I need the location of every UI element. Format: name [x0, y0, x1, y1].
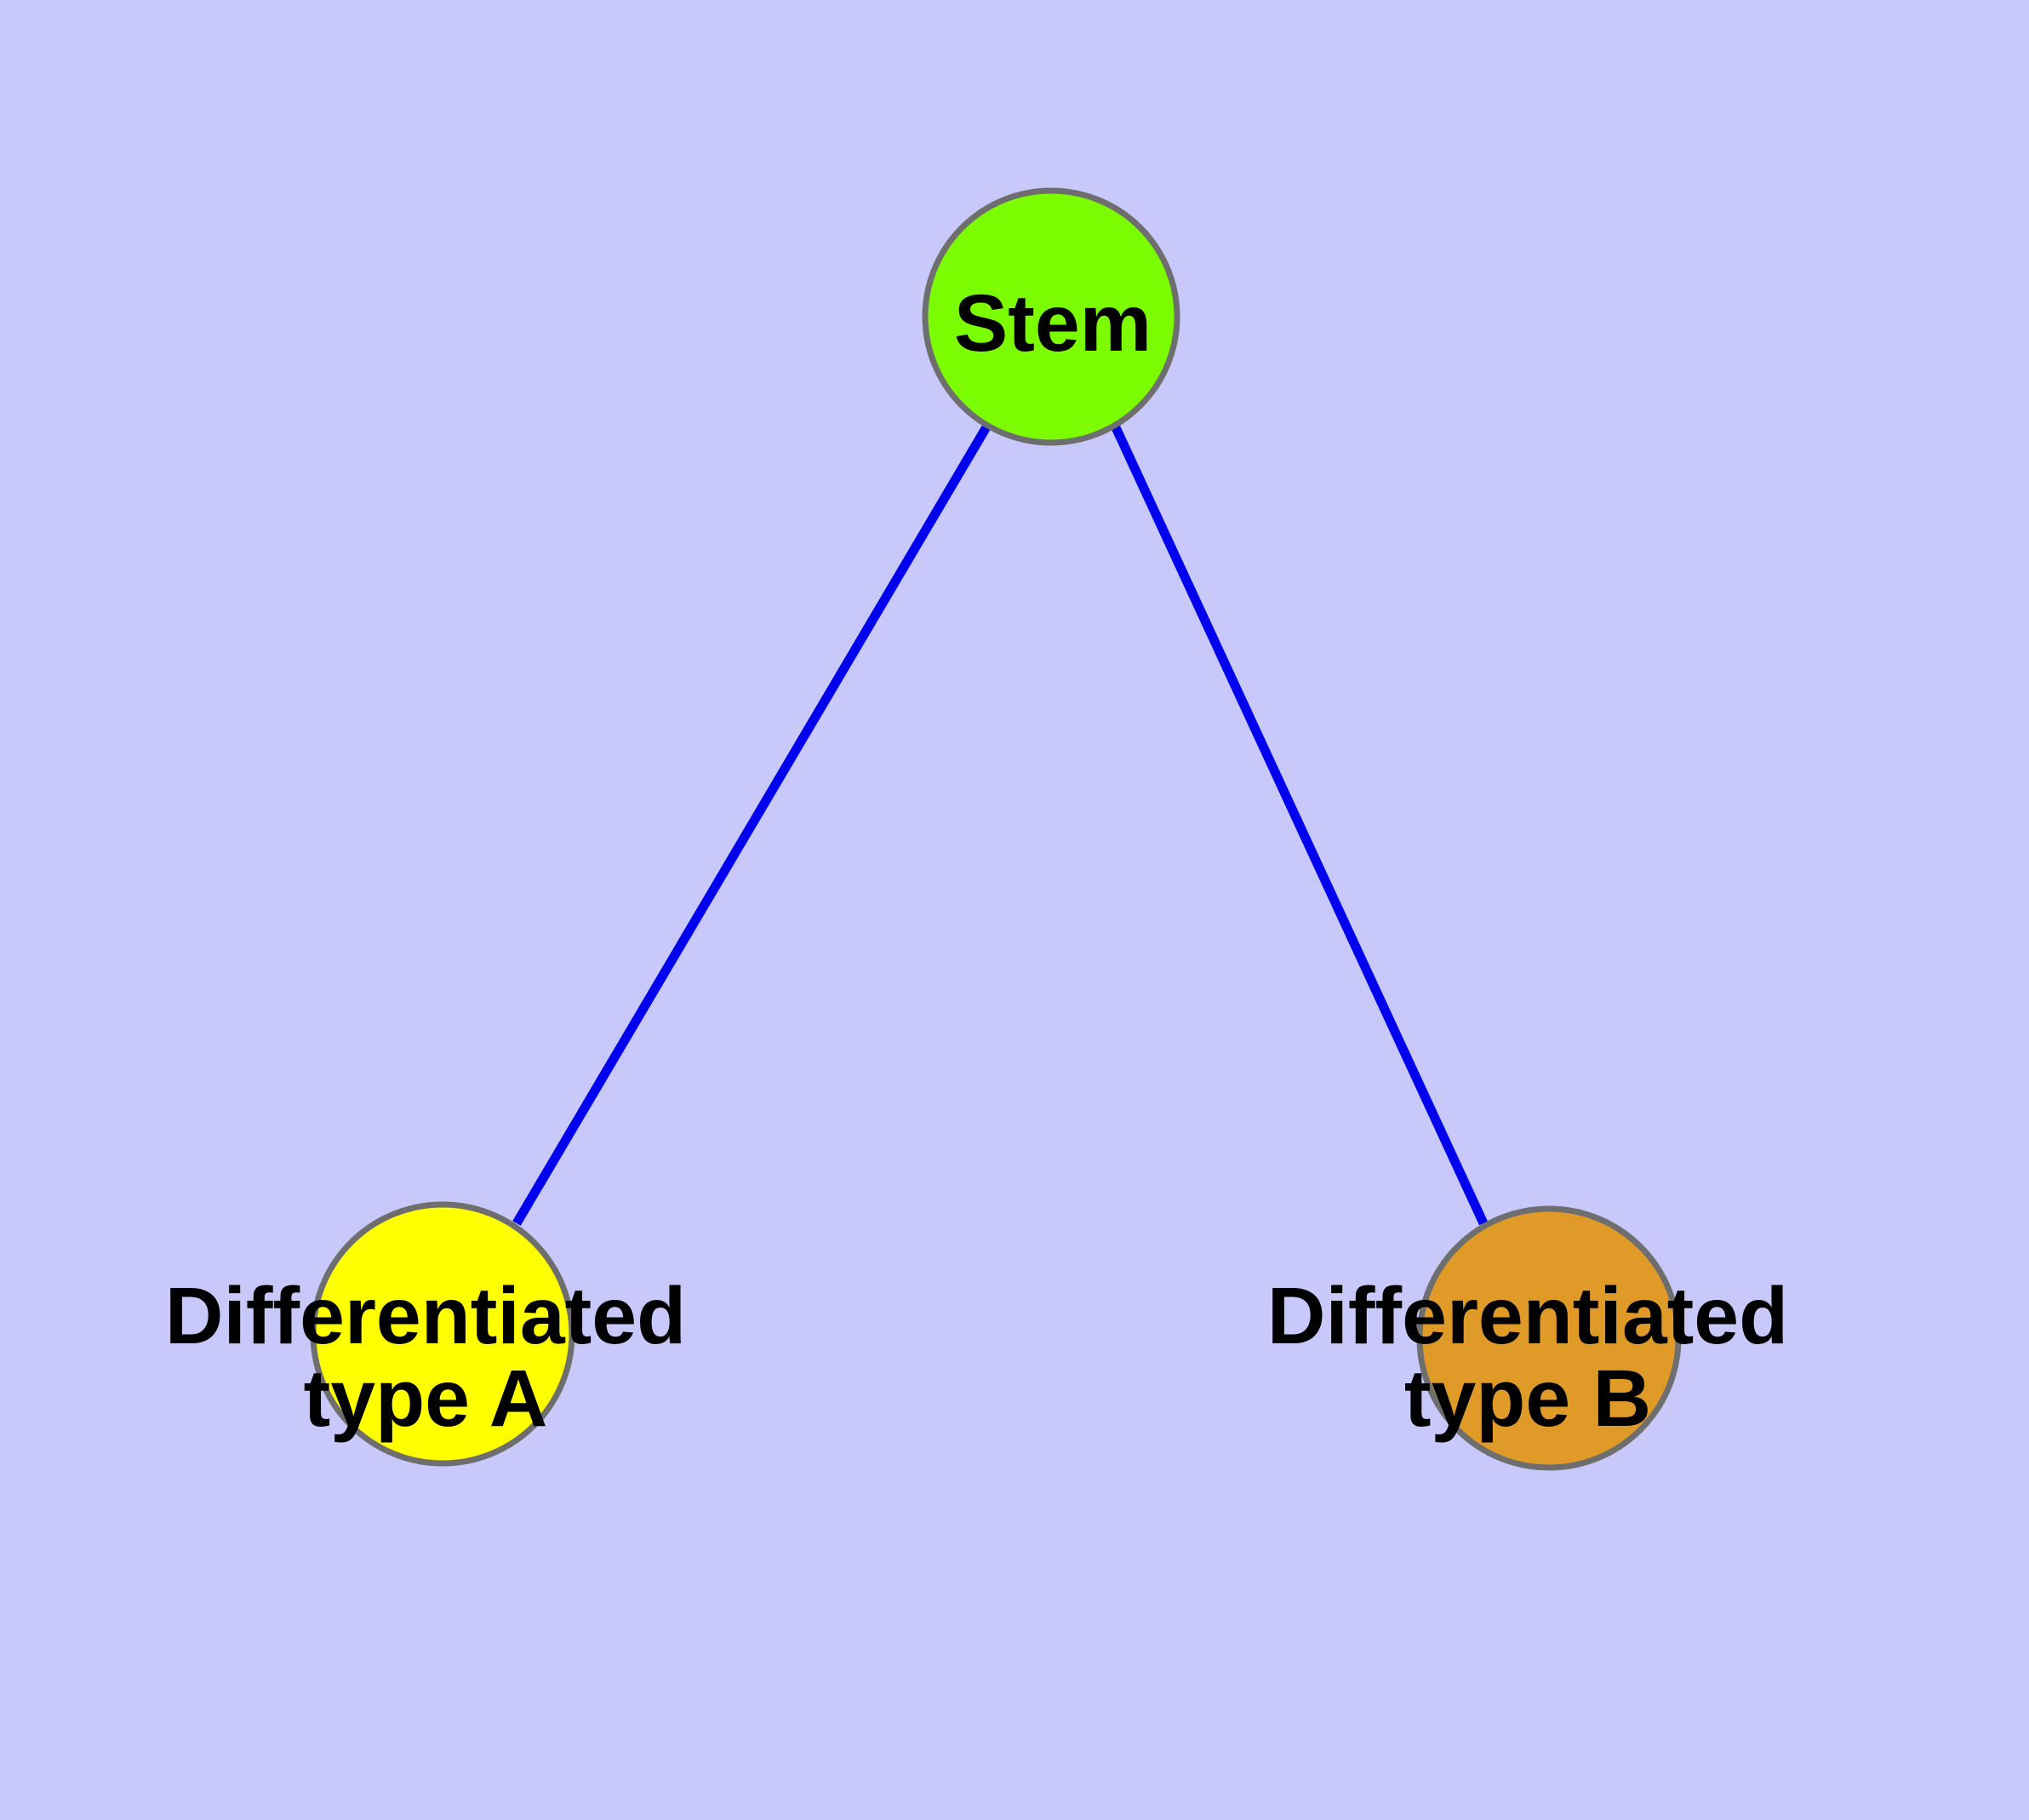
- node-label-diff-a-line-1: Differentiated: [165, 1271, 686, 1361]
- graph-node-stem[interactable]: [922, 187, 1180, 446]
- node-label-diff-b-line-1: Differentiated: [1267, 1271, 1788, 1361]
- node-label-diff-a-line-2: type A: [304, 1354, 548, 1444]
- node-label-diff-b-line-2: type B: [1404, 1354, 1651, 1444]
- node-label-stem-line-1: Stem: [954, 278, 1152, 369]
- edge-layer: [512, 423, 1488, 1226]
- graph-edge-stem-to-a[interactable]: [512, 423, 992, 1226]
- graph-node-diff-a[interactable]: [310, 1201, 575, 1467]
- graph-node-diff-b[interactable]: [1416, 1205, 1682, 1471]
- graph-edge-stem-to-b[interactable]: [1111, 423, 1488, 1226]
- node-layer: [310, 187, 1682, 1471]
